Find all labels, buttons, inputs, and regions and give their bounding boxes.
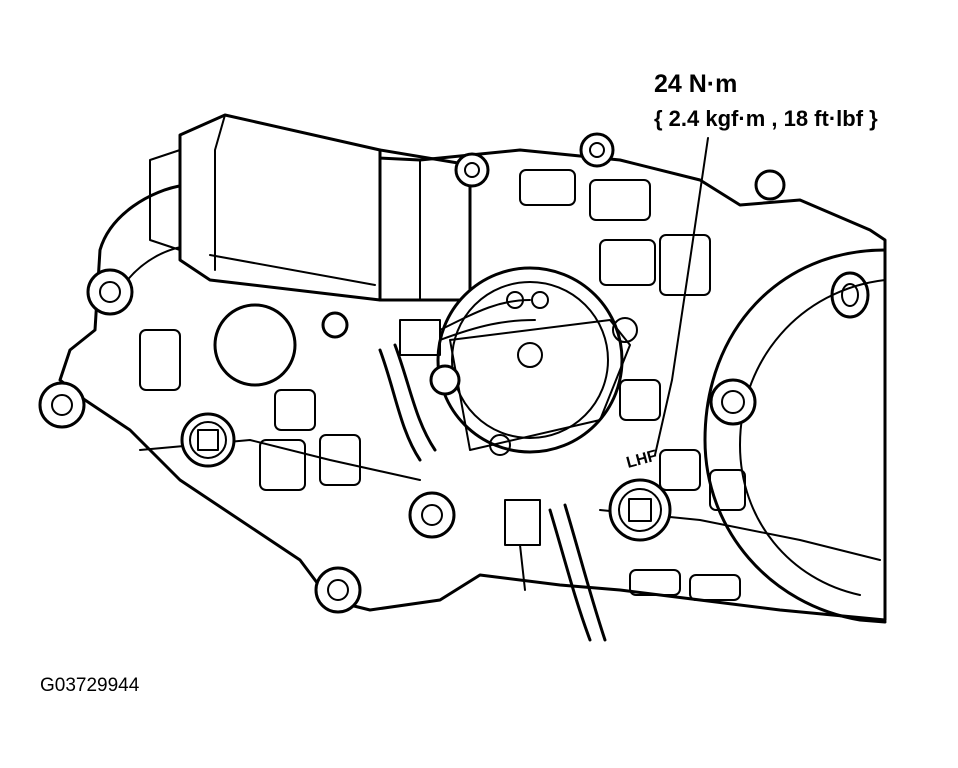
mounting-bosses [38,132,786,614]
input-boss [213,303,297,387]
wiring-harness [378,299,607,642]
figure-id-label: G03729944 [40,675,140,696]
housing-stamp: LHF [625,447,660,472]
actuator-disc [436,266,638,456]
rear-cover [703,248,887,624]
torque-leader-line [654,137,709,456]
shift-motor [149,113,472,302]
torque-value-label: 24 N·m [654,70,738,98]
torque-conversion-label: { 2.4 kgf·m , 18 ft·lbf } [654,106,878,131]
fill-plug [608,478,672,542]
drain-plug [180,412,236,468]
